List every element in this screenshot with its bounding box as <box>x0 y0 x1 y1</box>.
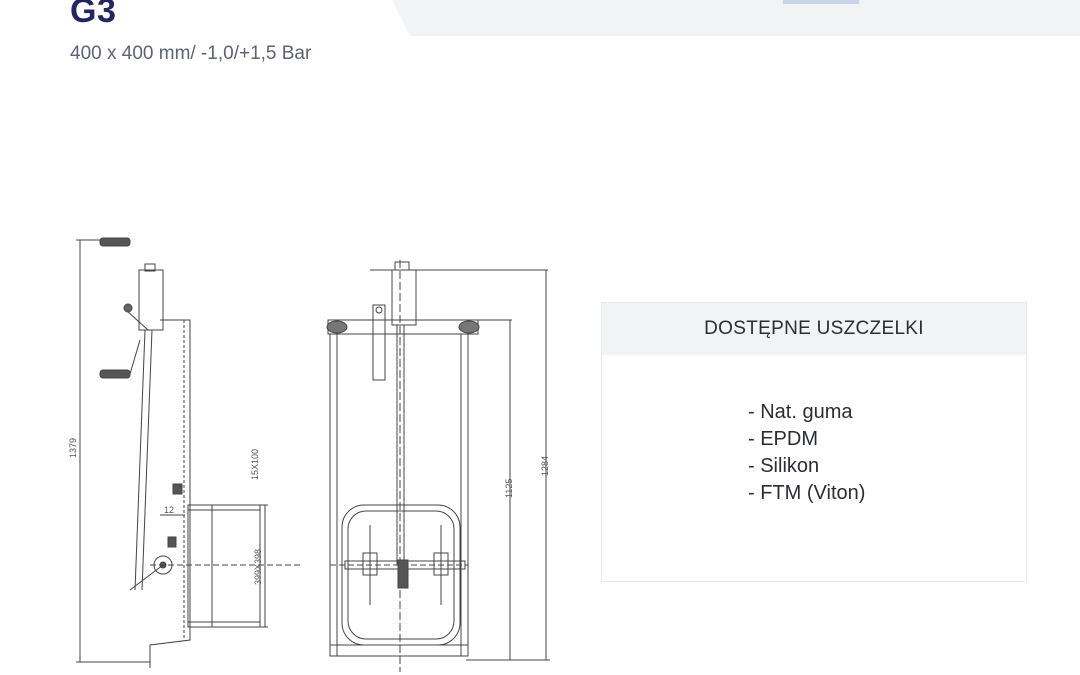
dim-opening-top: 15X100 <box>250 449 260 480</box>
list-item: Nat. guma <box>748 399 865 426</box>
dim-gap: 12 <box>164 505 174 515</box>
header-image-edge <box>783 0 859 4</box>
dim-height-inner: 1125 <box>504 479 514 498</box>
seals-heading: DOSTĘPNE USZCZELKI <box>602 303 1026 355</box>
side-view <box>76 237 300 668</box>
seals-panel: DOSTĘPNE USZCZELKI Nat. guma EPDM Siliko… <box>601 302 1027 582</box>
product-subtitle: 400 x 400 mm/ -1,0/+1,5 Bar <box>70 43 312 64</box>
seals-list: Nat. guma EPDM Silikon FTM (Viton) <box>748 399 865 507</box>
list-item: Silikon <box>748 453 865 480</box>
list-item: FTM (Viton) <box>748 480 865 507</box>
dim-height-total: 1379 <box>68 438 78 458</box>
front-view <box>326 260 550 672</box>
technical-drawing: 1379 15X100 12 399X398 1125 1284 <box>68 237 550 672</box>
header-band <box>410 0 1080 36</box>
dim-height-outer: 1284 <box>540 456 550 476</box>
list-item: EPDM <box>748 426 865 453</box>
header-band-notch <box>392 0 410 36</box>
dim-opening-size: 399X398 <box>253 549 263 585</box>
product-title: G3 <box>70 0 117 30</box>
